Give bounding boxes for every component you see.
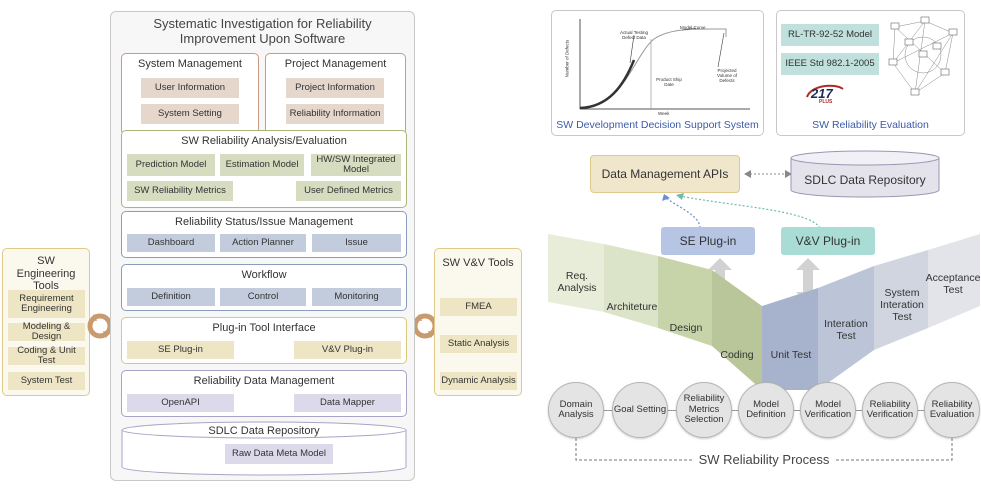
main-title: Systematic Investigation for Reliability… [153,16,372,46]
217plus-logo: 217 PLUS [805,83,845,107]
project-information-button[interactable]: Project Information [286,78,384,98]
process-domain-analysis[interactable]: Domain Analysis [548,382,604,438]
tool-system-test[interactable]: System Test [8,372,85,390]
openapi-button[interactable]: OpenAPI [127,394,234,412]
action-planner-button[interactable]: Action Planner [220,234,306,252]
v-unit-test: Unit Test [770,349,812,361]
v-design: Design [669,322,703,334]
process-model-definition[interactable]: Model Definition [738,382,794,438]
sdlc-repo-right-label: SDLC Data Repository [804,173,926,187]
process-bracket [575,438,953,461]
reliability-information-button[interactable]: Reliability Information [286,104,384,124]
tool-modeling-design[interactable]: Modeling & Design [8,322,85,341]
sw-vv-tools-panel: SW V&V Tools FMEA Static Analysis Dynami… [434,248,522,396]
v-req-analysis: Req. Analysis [557,270,597,295]
monitoring-button[interactable]: Monitoring [312,288,401,306]
plot-label-ship-date: Product Ship Date [656,77,682,87]
user-information-button[interactable]: User Information [141,78,239,98]
system-management-group: System Management User Information Syste… [121,53,259,135]
decision-support-panel: Number of Defects Week Model Curve Actua… [551,10,764,136]
logo-sub: PLUS [819,99,833,105]
process-metrics-selection[interactable]: Reliability Metrics Selection [676,382,732,438]
hw-sw-integrated-model-button[interactable]: HW/SW Integrated Model [311,154,401,176]
system-setting-button[interactable]: System Setting [141,104,239,124]
logo-number: 217 [811,86,833,101]
repo-cylinder-shape [790,150,940,198]
system-management-title: System Management [138,58,242,70]
plot-xlabel: Week [658,111,670,116]
v-integration-test: Interation Test [824,318,868,343]
plugin-to-apis-arrows [662,193,821,229]
reliability-evaluation-caption: SW Reliability Evaluation [812,119,929,131]
v-acceptance-test: Acceptance Test [925,272,981,297]
plot-label-model-curve: Model Curve [680,25,706,30]
plot-label-actual-data: Actual Testing Defect Data [620,30,648,40]
tool-requirement-engineering[interactable]: Requirement Engineering [8,290,85,318]
plot-label-projected: Projected Volume of Defects [716,68,737,83]
rl-tr-model-badge: RL-TR-92-52 Model [781,24,879,46]
reliability-analysis-title: SW Reliability Analysis/Evaluation [181,135,347,147]
data-management-group: Reliability Data Management OpenAPI Data… [121,370,407,417]
data-management-title: Reliability Data Management [193,375,335,387]
data-mapper-button[interactable]: Data Mapper [294,394,401,412]
v-model-shape [548,234,980,390]
sdlc-repository-title: SDLC Data Repository [208,425,320,437]
reliability-analysis-group: SW Reliability Analysis/Evaluation Predi… [121,130,407,208]
tool-fmea[interactable]: FMEA [440,298,517,316]
defect-curve-plot [579,19,750,110]
sw-reliability-metrics-button[interactable]: SW Reliability Metrics [127,181,233,201]
sdlc-repo-cylinder-right: SDLC Data Repository [790,150,940,198]
process-model-verification[interactable]: Model Verification [800,382,856,438]
se-plugin-button[interactable]: SE Plug-in [127,341,234,359]
prediction-model-button[interactable]: Prediction Model [127,154,215,176]
v-system-integration-test: System Interation Test [880,287,924,324]
tool-static-analysis[interactable]: Static Analysis [440,335,517,353]
sw-vv-tools-title: SW V&V Tools [442,257,514,269]
vv-plugin-button[interactable]: V&V Plug-in [294,341,401,359]
sw-engineering-tools-title: SW Engineering Tools [16,255,76,293]
tool-dynamic-analysis[interactable]: Dynamic Analysis [440,372,517,390]
apis-repo-arrow [744,170,792,178]
se-plugin-box[interactable]: SE Plug-in [661,227,755,255]
plot-ylabel: Number of Defects [564,39,570,78]
project-management-title: Project Management [284,58,387,70]
issue-button[interactable]: Issue [312,234,401,252]
plugin-interface-title: Plug-in Tool Interface [212,322,316,334]
raw-data-meta-model-button[interactable]: Raw Data Meta Model [225,444,333,464]
process-reliability-evaluation[interactable]: Reliability Evaluation [924,382,980,438]
project-management-group: Project Management Project Information R… [265,53,406,135]
markov-graph-diagram [888,16,958,96]
user-defined-metrics-button[interactable]: User Defined Metrics [296,181,401,201]
v-architecture: Architeture [606,301,658,313]
status-issue-group: Reliability Status/Issue Management Dash… [121,211,407,258]
dashboard-button[interactable]: Dashboard [127,234,215,252]
decision-support-caption: SW Development Decision Support System [556,119,759,131]
estimation-model-button[interactable]: Estimation Model [220,154,304,176]
sw-engineering-tools-panel: SW Engineering Tools Requirement Enginee… [2,248,90,396]
workflow-title: Workflow [241,269,287,281]
v-coding: Coding [720,349,754,361]
process-reliability-verification[interactable]: Reliability Verification [862,382,918,438]
vv-plugin-box[interactable]: V&V Plug-in [781,227,875,255]
ieee-std-badge: IEEE Std 982.1-2005 [781,53,879,75]
process-goal-setting[interactable]: Goal Setting [612,382,668,438]
sdlc-repository-cylinder: SDLC Data Repository Raw Data Meta Model [121,421,407,476]
definition-button[interactable]: Definition [127,288,215,306]
control-button[interactable]: Control [220,288,306,306]
tool-coding-unit-test[interactable]: Coding & Unit Test [8,346,85,365]
logo-swoosh-icon [806,84,844,98]
status-issue-title: Reliability Status/Issue Management [175,216,353,228]
plugin-interface-group: Plug-in Tool Interface SE Plug-in V&V Pl… [121,317,407,364]
reliability-evaluation-panel: RL-TR-92-52 Model IEEE Std 982.1-2005 21… [776,10,965,136]
data-management-apis-box[interactable]: Data Management APIs [590,155,740,193]
main-architecture-panel: Systematic Investigation for Reliability… [110,11,415,481]
process-label: SW Reliability Process [698,452,830,467]
workflow-group: Workflow Definition Control Monitoring [121,264,407,311]
